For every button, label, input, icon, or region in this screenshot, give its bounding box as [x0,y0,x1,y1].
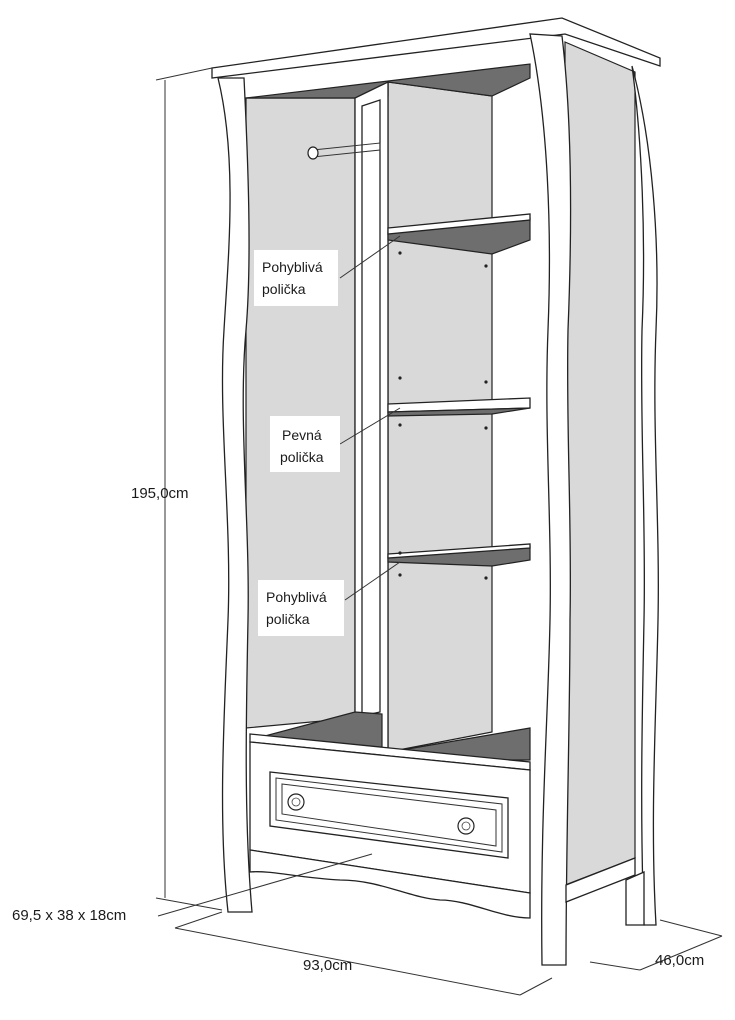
callout-line1: Pohyblivá [262,259,323,275]
left-front-post [217,77,253,913]
shelf-movable-lower [387,543,531,580]
right-side-panel [564,41,636,886]
drawer-knob-right [457,817,475,835]
callout-line2: polička [262,281,306,297]
drawer-knob-left [287,793,305,811]
callout-line1: Pevná [282,427,322,443]
callout-line2: polička [280,449,324,465]
height-dimension-label: 195,0cm [131,485,189,502]
back-wall-right [387,81,493,753]
callout-fixed: Pevná polička [270,416,340,472]
right-plinth [565,857,636,903]
top-board [211,17,661,79]
callout-line1: Pohyblivá [266,589,327,605]
drawer-dimension-label: 69,5 x 38 x 18cm [12,907,126,924]
drawer [249,741,531,894]
depth-dimension-label: 46,0cm [655,952,704,969]
bottom-apron [249,849,531,919]
width-dimension-label: 93,0cm [303,957,352,974]
callout-movable-lower: Pohyblivá polička [258,580,344,636]
wardrobe [211,17,661,966]
center-divider-front [361,99,381,717]
shelf-movable-upper [387,213,531,384]
right-back-post [631,65,659,926]
shelf-fixed [387,397,531,430]
callout-line2: polička [266,611,310,627]
hanging-rail [307,142,381,160]
dimension-lines [155,67,723,996]
callout-movable-upper: Pohyblivá polička [254,250,338,306]
right-back-foot [625,870,645,926]
right-front-post [529,33,572,966]
